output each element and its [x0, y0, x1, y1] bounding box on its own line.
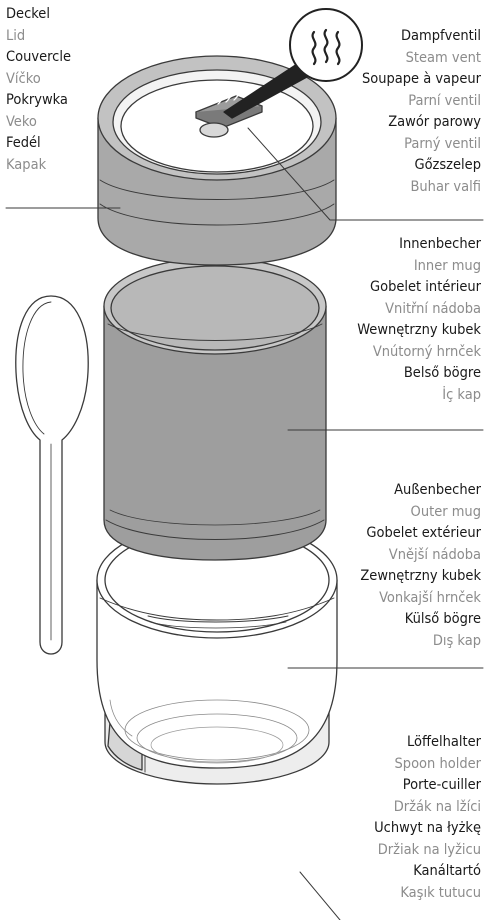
- inner-mug: [104, 258, 326, 560]
- spoon: [16, 296, 88, 654]
- spoon-holder-label-tr: Kaşık tutucu: [374, 883, 481, 905]
- lid-label-pl: Pokrywka: [6, 90, 71, 112]
- outer-mug-label-fr: Gobelet extérieur: [360, 523, 481, 545]
- outer-mug-label-hu: Külső bögre: [360, 609, 481, 631]
- steam-vent-label-sk: Parný ventil: [362, 134, 481, 156]
- steam-vent-label-pl: Zawór parowy: [362, 112, 481, 134]
- steam-vent-label-cs: Parní ventil: [362, 91, 481, 113]
- outer-mug-label-tr: Dış kap: [360, 631, 481, 653]
- outer-mug-label-en: Outer mug: [360, 502, 481, 524]
- inner-mug-label-tr: İç kap: [357, 385, 481, 407]
- lid: [98, 56, 336, 265]
- inner-mug-label-en: Inner mug: [357, 256, 481, 278]
- lid-label-cs: Víčko: [6, 69, 71, 91]
- steam-vent-label-block: Dampfventil Steam vent Soupape à vapeur …: [362, 26, 481, 198]
- outer-mug-label-de: Außenbecher: [360, 480, 481, 502]
- spoon-holder-label-cs: Držák na lžíci: [374, 797, 481, 819]
- lid-label-fr: Couvercle: [6, 47, 71, 69]
- lid-label-de: Deckel: [6, 4, 71, 26]
- spoon-holder-leader: [300, 872, 340, 920]
- inner-mug-label-block: Innenbecher Inner mug Gobelet intérieur …: [357, 234, 481, 406]
- spoon-holder-label-block: Löffelhalter Spoon holder Porte-cuiller …: [374, 732, 481, 904]
- outer-mug-label-sk: Vonkajší hrnček: [360, 588, 481, 610]
- steam-vent-label-tr: Buhar valfi: [362, 177, 481, 199]
- spoon-holder-label-hu: Kanáltartó: [374, 861, 481, 883]
- lid-label-tr: Kapak: [6, 155, 71, 177]
- outer-mug-label-cs: Vnější nádoba: [360, 545, 481, 567]
- steam-vent-label-en: Steam vent: [362, 48, 481, 70]
- inner-mug-label-sk: Vnútorný hrnček: [357, 342, 481, 364]
- lid-label-block: Deckel Lid Couvercle Víčko Pokrywka Veko…: [6, 4, 71, 176]
- spoon-holder-label-fr: Porte-cuiller: [374, 775, 481, 797]
- lid-label-en: Lid: [6, 26, 71, 48]
- inner-mug-label-fr: Gobelet intérieur: [357, 277, 481, 299]
- spoon-holder-label-pl: Uchwyt na łyżkę: [374, 818, 481, 840]
- inner-mug-label-cs: Vnitřní nádoba: [357, 299, 481, 321]
- spoon-holder-label-de: Löffelhalter: [374, 732, 481, 754]
- lid-label-sk: Veko: [6, 112, 71, 134]
- inner-mug-label-de: Innenbecher: [357, 234, 481, 256]
- steam-vent-label-de: Dampfventil: [362, 26, 481, 48]
- outer-mug-label-pl: Zewnętrzny kubek: [360, 566, 481, 588]
- inner-mug-label-pl: Wewnętrzny kubek: [357, 320, 481, 342]
- steam-vent-label-fr: Soupape à vapeur: [362, 69, 481, 91]
- spoon-holder-label-en: Spoon holder: [374, 754, 481, 776]
- lid-label-hu: Fedél: [6, 133, 71, 155]
- inner-mug-label-hu: Belső bögre: [357, 363, 481, 385]
- outer-mug-label-block: Außenbecher Outer mug Gobelet extérieur …: [360, 480, 481, 652]
- spoon-holder-label-sk: Držiak na lyžicu: [374, 840, 481, 862]
- steam-vent-label-hu: Gőzszelep: [362, 155, 481, 177]
